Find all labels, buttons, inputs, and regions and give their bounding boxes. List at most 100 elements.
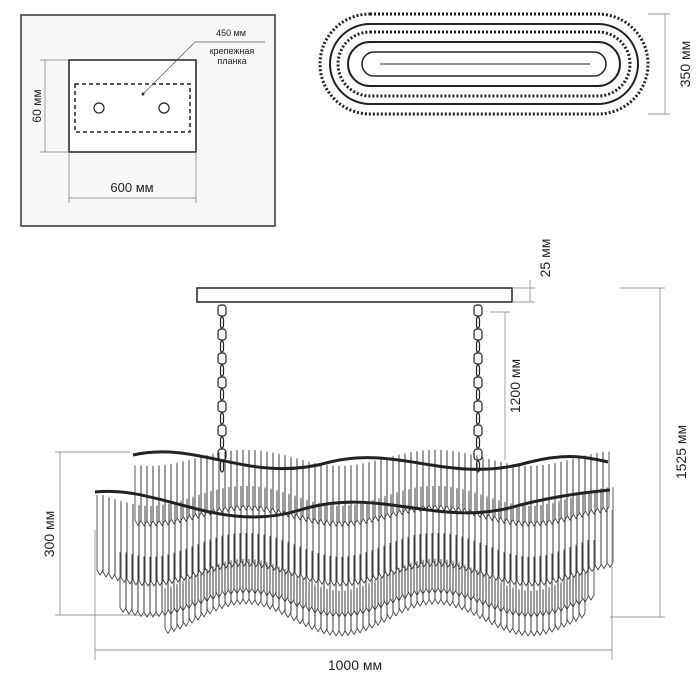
crystal-prism	[458, 452, 466, 514]
crystal-prism	[530, 465, 538, 527]
plate-height-label: 60 мм	[30, 89, 44, 122]
crystal-prism	[272, 453, 280, 515]
mount-plate-detail: 450 мм крепежная планка 60 мм 600 мм	[20, 14, 276, 227]
crystal-prism	[566, 460, 574, 521]
chain-link	[473, 448, 483, 461]
chain-link	[217, 400, 227, 413]
chain-link	[219, 388, 225, 401]
crystal-prism	[212, 453, 220, 515]
depth-label: 350 мм	[677, 41, 693, 88]
crystal-prism	[284, 456, 292, 518]
crystal-prism	[600, 488, 608, 570]
crystal-prism	[152, 465, 160, 527]
chain-link	[219, 364, 225, 377]
chain-link	[473, 352, 483, 365]
crystal-prism	[350, 465, 358, 526]
chain-link	[475, 316, 481, 329]
crystal-prism	[452, 451, 460, 513]
chain-link	[473, 424, 483, 437]
screw-hole	[93, 102, 105, 114]
chain-link	[475, 412, 481, 425]
crystal-prism	[254, 450, 262, 512]
crystal-prism	[548, 464, 556, 525]
crystal-prism	[356, 464, 364, 526]
crystal-prism	[440, 450, 448, 512]
chain-link	[475, 388, 481, 401]
crystal-prism	[542, 464, 550, 526]
crystal-prism	[422, 450, 430, 512]
crystal-prism	[308, 462, 316, 524]
chain-link	[475, 436, 481, 449]
screw-hole	[158, 102, 170, 114]
crystal-prism	[578, 572, 586, 619]
chain-link	[475, 364, 481, 377]
crystal-prism	[464, 454, 472, 515]
crystal-prism	[320, 464, 328, 526]
chain-link	[473, 376, 483, 389]
chain-link	[473, 328, 483, 341]
crystal-prism	[554, 462, 562, 524]
crystal-prism	[518, 465, 526, 527]
crystal-prism	[182, 461, 190, 522]
canopy-height-label: 25 мм	[537, 239, 553, 278]
crystal-prism	[434, 450, 442, 511]
width-label: 1000 мм	[328, 657, 382, 673]
crystal-prism	[242, 450, 250, 511]
crystal-prism	[578, 456, 586, 518]
chain-link	[475, 340, 481, 353]
crystal-prism	[446, 450, 454, 512]
canopy-bar	[196, 287, 513, 303]
plate-width-label: 600 мм	[110, 180, 153, 195]
chain-link	[217, 352, 227, 365]
crystal-prism	[374, 460, 382, 522]
crystal-prism	[260, 451, 268, 513]
chain-link	[473, 400, 483, 413]
crystal-prism	[278, 455, 286, 516]
chain-length-label: 1200 мм	[507, 359, 523, 413]
crystal-prism	[248, 450, 256, 511]
crystal-prism	[572, 458, 580, 520]
crystal-prism	[560, 461, 568, 523]
chain-link	[217, 424, 227, 437]
crystal-prism	[96, 495, 104, 576]
crystal-prism	[200, 456, 208, 518]
crystal-prism	[230, 450, 238, 512]
chain-link	[219, 316, 225, 329]
plate-length-label: 450 мм	[216, 28, 246, 38]
chain-link	[219, 436, 225, 449]
crystal-prism	[428, 450, 436, 511]
crystal-prism	[338, 465, 346, 527]
crystal-prism	[506, 464, 514, 526]
crystal-prism	[302, 461, 310, 523]
chain-link	[219, 340, 225, 353]
chain-link	[219, 412, 225, 425]
chain-link	[217, 304, 227, 317]
crystal-prism	[188, 459, 196, 521]
canopy-outline	[68, 59, 197, 153]
chain-link	[217, 328, 227, 341]
chain-link	[217, 376, 227, 389]
crystal-prism	[206, 454, 214, 516]
crystal-prism	[362, 463, 370, 525]
chain-link	[473, 304, 483, 317]
crystal-prism	[332, 465, 340, 527]
crystal-prism	[266, 452, 274, 514]
crystal-prism	[584, 455, 592, 517]
crystal-prism	[108, 498, 116, 580]
crystal-prism	[606, 487, 614, 569]
crystal-prism	[326, 465, 334, 527]
crystal-prism	[158, 465, 166, 527]
crystal-prism	[524, 465, 532, 527]
crystal-tiers	[96, 450, 614, 637]
crystal-prism	[536, 465, 544, 527]
crystal-prism	[416, 451, 424, 512]
body-height-label: 300 мм	[41, 511, 57, 558]
crystal-prism	[386, 457, 394, 519]
crystal-prism	[368, 462, 376, 523]
crystal-prism	[164, 464, 172, 526]
plate-name-label-2: планка	[217, 56, 246, 66]
crystal-prism	[512, 465, 520, 526]
top-view	[318, 12, 670, 116]
suspension-chains	[217, 304, 483, 473]
